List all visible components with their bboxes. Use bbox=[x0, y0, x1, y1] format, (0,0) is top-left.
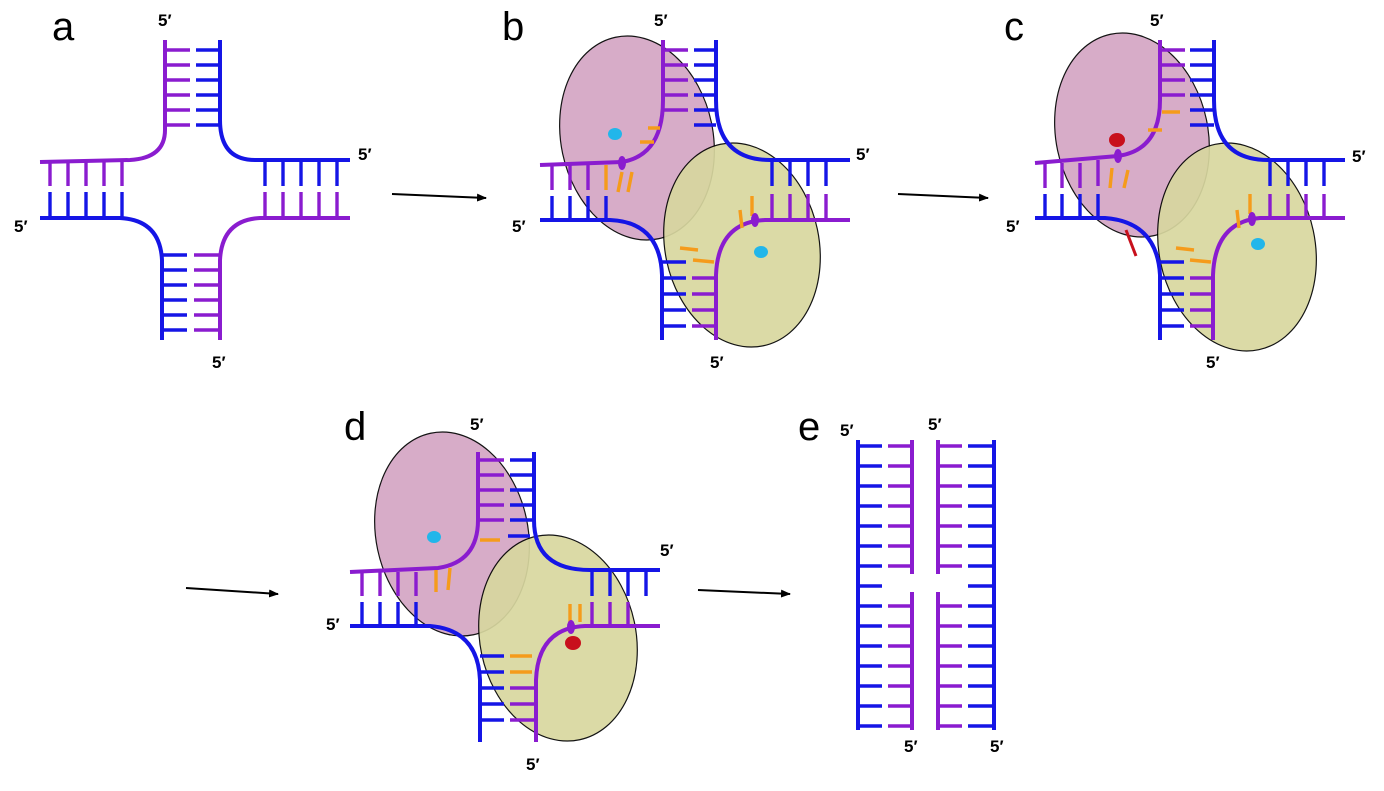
arrow-a-to-b bbox=[391, 193, 487, 202]
panel-a-blue-strand-lower bbox=[40, 216, 164, 340]
panel-c-purple-strand-lower bbox=[1211, 216, 1345, 340]
panel-e-end-bottom-right: 5′ bbox=[990, 737, 1004, 756]
panel-b-purple-strand-lower bbox=[714, 218, 850, 340]
panel-c-end-top: 5′ bbox=[1150, 11, 1164, 30]
panel-a-letter: a bbox=[52, 5, 75, 49]
panel-c-cleavage-mark bbox=[1124, 229, 1138, 257]
panel-b-end-left: 5′ bbox=[512, 217, 526, 236]
panel-d-end-right: 5′ bbox=[660, 541, 674, 560]
panel-e-letter: e bbox=[798, 405, 820, 449]
panel-b-end-bottom: 5′ bbox=[710, 353, 724, 372]
panel-c: c 5′ 5′ 5′ 5′ bbox=[1004, 5, 1366, 372]
panel-c-cyan-dot bbox=[1251, 238, 1265, 250]
panel-e-right-duplex-rungs bbox=[938, 444, 994, 728]
panel-d-purple-strand-lower bbox=[534, 624, 660, 742]
panel-a: a 5′ 5′ 5′ 5′ bbox=[14, 5, 372, 372]
panel-c-blue-strand-lower bbox=[1035, 216, 1162, 340]
panel-e-end-top-right: 5′ bbox=[928, 415, 942, 434]
panel-e-end-bottom-left: 5′ bbox=[904, 737, 918, 756]
panel-d-red-dot bbox=[565, 636, 581, 650]
panel-b-end-right: 5′ bbox=[856, 145, 870, 164]
panel-d-end-left: 5′ bbox=[326, 615, 340, 634]
panel-b-end-top: 5′ bbox=[654, 11, 668, 30]
panel-d-blue-strand-lower bbox=[350, 624, 482, 742]
panel-e-left-duplex-rungs bbox=[858, 444, 912, 728]
panel-d-letter: d bbox=[344, 405, 366, 449]
panel-c-end-left: 5′ bbox=[1006, 217, 1020, 236]
panel-c-letter: c bbox=[1004, 5, 1024, 49]
panel-d-cyan-dot bbox=[427, 531, 441, 543]
panel-a-end-right: 5′ bbox=[358, 145, 372, 164]
panel-a-purple-strand-upper bbox=[39, 40, 167, 164]
panel-b-blue-strand-lower bbox=[540, 218, 664, 340]
panel-a-bottom-arm-rungs bbox=[162, 253, 220, 332]
panel-b-letter: b bbox=[502, 5, 524, 49]
panel-c-end-right: 5′ bbox=[1352, 147, 1366, 166]
arrow-c-to-d bbox=[185, 587, 279, 598]
panel-e: e 5′ 5′ 5′ 5′ bbox=[798, 405, 1004, 756]
panel-a-end-bottom: 5′ bbox=[212, 353, 226, 372]
panel-b-cyan-dot-lower bbox=[754, 246, 768, 258]
panel-c-junction-nick-upper bbox=[1114, 149, 1122, 163]
panel-b-blue-strand-upper bbox=[714, 40, 850, 162]
panel-d-end-top: 5′ bbox=[470, 415, 484, 434]
panel-a-left-arm-rungs bbox=[48, 162, 124, 218]
panel-b-junction-nick-lower bbox=[751, 213, 759, 227]
panel-e-end-top-left: 5′ bbox=[840, 421, 854, 440]
panel-a-end-left: 5′ bbox=[14, 217, 28, 236]
arrow-d-to-e bbox=[697, 589, 791, 598]
panel-c-end-bottom: 5′ bbox=[1206, 353, 1220, 372]
arrow-b-to-c bbox=[897, 193, 989, 202]
panel-b-junction-nick-upper bbox=[618, 156, 626, 170]
panel-d-purple-strand-upper bbox=[349, 452, 480, 574]
panel-b: b 5′ 5′ 5′ 5′ bbox=[502, 5, 870, 372]
panel-c-junction-nick-lower bbox=[1248, 212, 1256, 226]
panel-d-junction-nick bbox=[567, 620, 575, 634]
panel-c-blue-strand-upper bbox=[1212, 40, 1345, 162]
panel-d: d 5′ 5′ 5′ 5′ bbox=[326, 405, 674, 774]
panel-b-cyan-dot-upper bbox=[608, 128, 622, 140]
panel-d-end-bottom: 5′ bbox=[526, 755, 540, 774]
panel-a-top-arm-rungs bbox=[165, 48, 220, 127]
panel-a-purple-strand-lower bbox=[218, 216, 350, 340]
panel-a-end-top: 5′ bbox=[158, 11, 172, 30]
panel-c-red-dot bbox=[1109, 133, 1125, 147]
panel-a-right-arm-rungs bbox=[263, 160, 339, 218]
panel-d-blue-strand-upper bbox=[532, 452, 660, 572]
panel-a-blue-strand-upper bbox=[218, 40, 350, 162]
